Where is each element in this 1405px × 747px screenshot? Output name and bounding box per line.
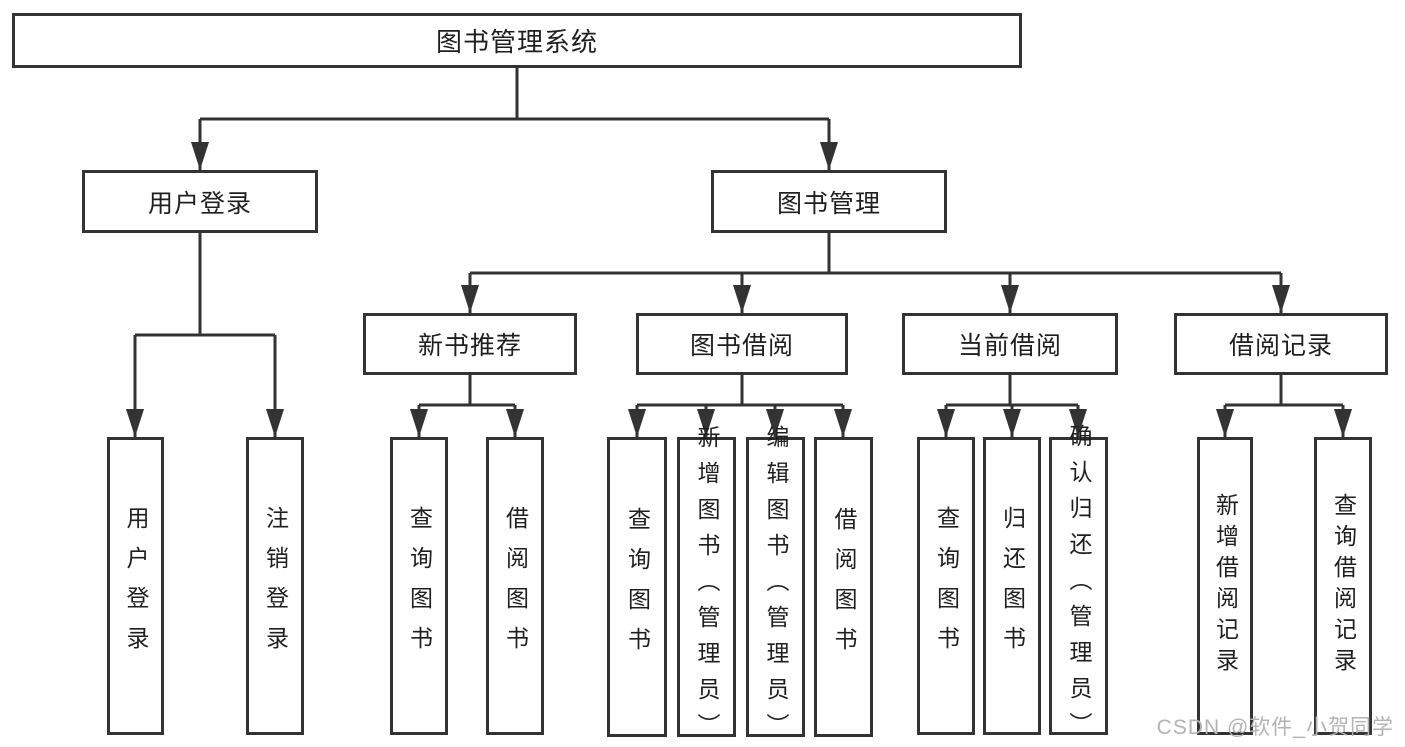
node-query-books-3: 查询图书 — [917, 437, 975, 735]
arrow-icon — [410, 409, 428, 437]
node-label: 新书推荐 — [417, 332, 522, 360]
node-query-borrow-record: 查询借阅记录 — [1314, 437, 1372, 735]
arrow-icon — [461, 285, 479, 313]
arrow-icon — [937, 409, 955, 437]
node-label: 归还图书 — [999, 506, 1026, 666]
node-book-borrow: 图书借阅 — [636, 313, 848, 375]
arrow-icon — [1334, 409, 1352, 437]
node-label: 图书借阅 — [689, 332, 794, 360]
node-label: 查询图书 — [406, 506, 433, 666]
node-library-management-system: 图书管理系统 — [12, 13, 1022, 68]
node-label: 借阅图书 — [831, 507, 857, 667]
arrow-icon — [191, 142, 209, 170]
node-add-book-admin: 新增图书（管理员） — [677, 425, 736, 747]
node-borrow-records: 借阅记录 — [1174, 313, 1388, 375]
node-query-books-2: 查询图书 — [607, 437, 667, 737]
arrow-icon — [1069, 409, 1087, 437]
node-label: 图书管理 — [776, 189, 881, 218]
node-label: 注销登录 — [262, 506, 289, 666]
arrow-icon — [834, 409, 852, 437]
node-label: 借阅图书 — [502, 506, 529, 666]
arrow-icon — [1003, 409, 1021, 437]
node-borrow-books-2: 借阅图书 — [814, 437, 873, 737]
arrow-icon — [1001, 285, 1019, 313]
tree-edges — [133, 68, 1345, 437]
node-current-borrow: 当前借阅 — [902, 313, 1118, 375]
node-label: 用户登录 — [147, 189, 252, 218]
node-label: 确认归还（管理员） — [1066, 424, 1092, 747]
arrow-icon — [628, 409, 646, 437]
node-logout: 注销登录 — [246, 437, 304, 735]
node-query-books-1: 查询图书 — [390, 437, 448, 735]
node-book-management: 图书管理 — [711, 170, 947, 233]
node-label: 查询图书 — [933, 506, 960, 666]
arrow-icon — [1272, 285, 1290, 313]
node-borrow-books-1: 借阅图书 — [486, 437, 544, 735]
arrow-icon — [126, 409, 144, 437]
node-label: 借阅记录 — [1228, 332, 1333, 360]
node-label: 用户登录 — [123, 506, 149, 666]
arrowheads — [126, 142, 1352, 437]
arrow-icon — [697, 409, 715, 437]
node-confirm-return-admin: 确认归还（管理员） — [1049, 424, 1108, 747]
node-label: 新增图书（管理员） — [694, 425, 720, 747]
node-user-login: 用户登录 — [82, 170, 318, 233]
watermark: CSDN @软件_小贺同学 — [1156, 716, 1394, 739]
node-add-borrow-record: 新增借阅记录 — [1197, 437, 1253, 735]
arrow-icon — [1216, 409, 1234, 437]
node-label: 编辑图书（管理员） — [763, 425, 789, 747]
arrow-icon — [266, 409, 284, 437]
node-label: 查询图书 — [624, 507, 651, 667]
node-new-book-recommend: 新书推荐 — [363, 313, 577, 375]
node-label: 当前借阅 — [957, 332, 1062, 360]
arrow-icon — [733, 285, 751, 313]
arrow-icon — [506, 409, 524, 437]
node-label: 新增借阅记录 — [1212, 493, 1239, 679]
node-label: 图书管理系统 — [435, 27, 598, 57]
node-return-book: 归还图书 — [983, 437, 1041, 735]
node-user-login-leaf: 用户登录 — [107, 437, 164, 735]
arrow-icon — [766, 409, 784, 437]
node-edit-book-admin: 编辑图书（管理员） — [746, 425, 805, 747]
node-label: 查询借阅记录 — [1330, 493, 1357, 679]
arrow-icon — [820, 142, 838, 170]
